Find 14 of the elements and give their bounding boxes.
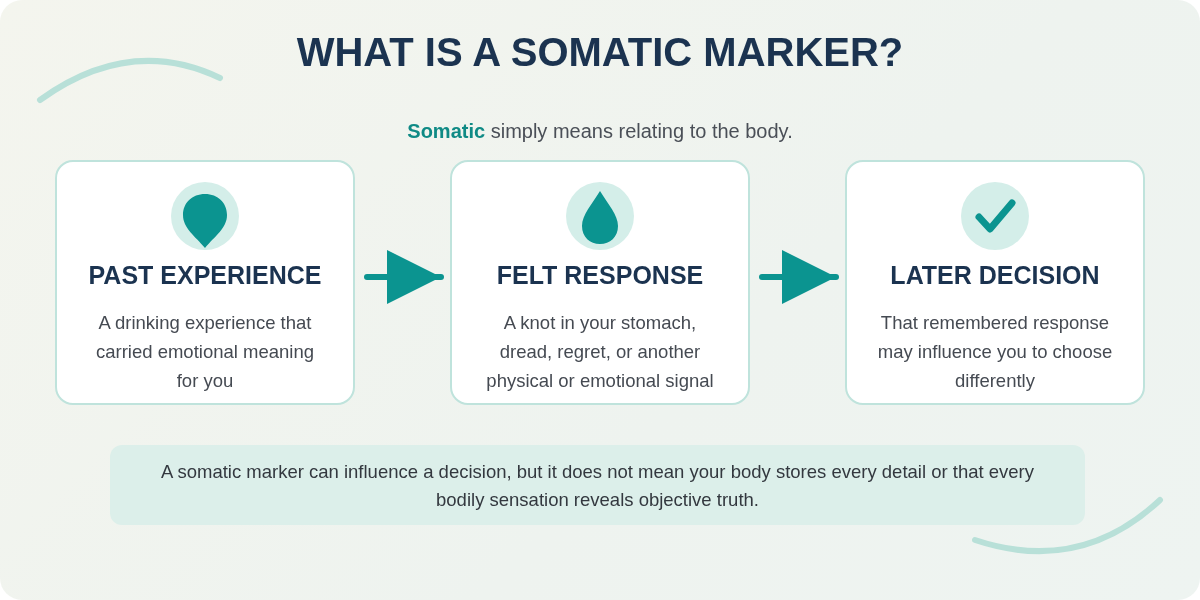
arrow <box>759 250 839 304</box>
step-card <box>450 160 750 405</box>
note-text: A somatic marker can influence a decision, but it does not mean your body stores every detail or that every bodily sensation reveals objective truth. <box>159 460 1035 512</box>
step-description: That remembered response may influence you to choose differently <box>876 311 1114 393</box>
step-card <box>55 160 355 405</box>
subtitle: Somatic simply means relating to the body. <box>407 120 793 143</box>
step-description: A knot in your stomach, dread, regret, or another physical or emotional signal <box>485 311 715 393</box>
title: WHAT IS A SOMATIC MARKER? <box>296 30 904 75</box>
step-heading: FELT RESPONSE <box>496 261 704 290</box>
step-heading: PAST EXPERIENCE <box>88 261 322 290</box>
step-description: A drinking experience that carried emotional meaning for you <box>95 311 315 393</box>
arrow <box>364 250 444 304</box>
step-card <box>845 160 1145 405</box>
step-heading: LATER DECISION <box>890 261 1100 290</box>
